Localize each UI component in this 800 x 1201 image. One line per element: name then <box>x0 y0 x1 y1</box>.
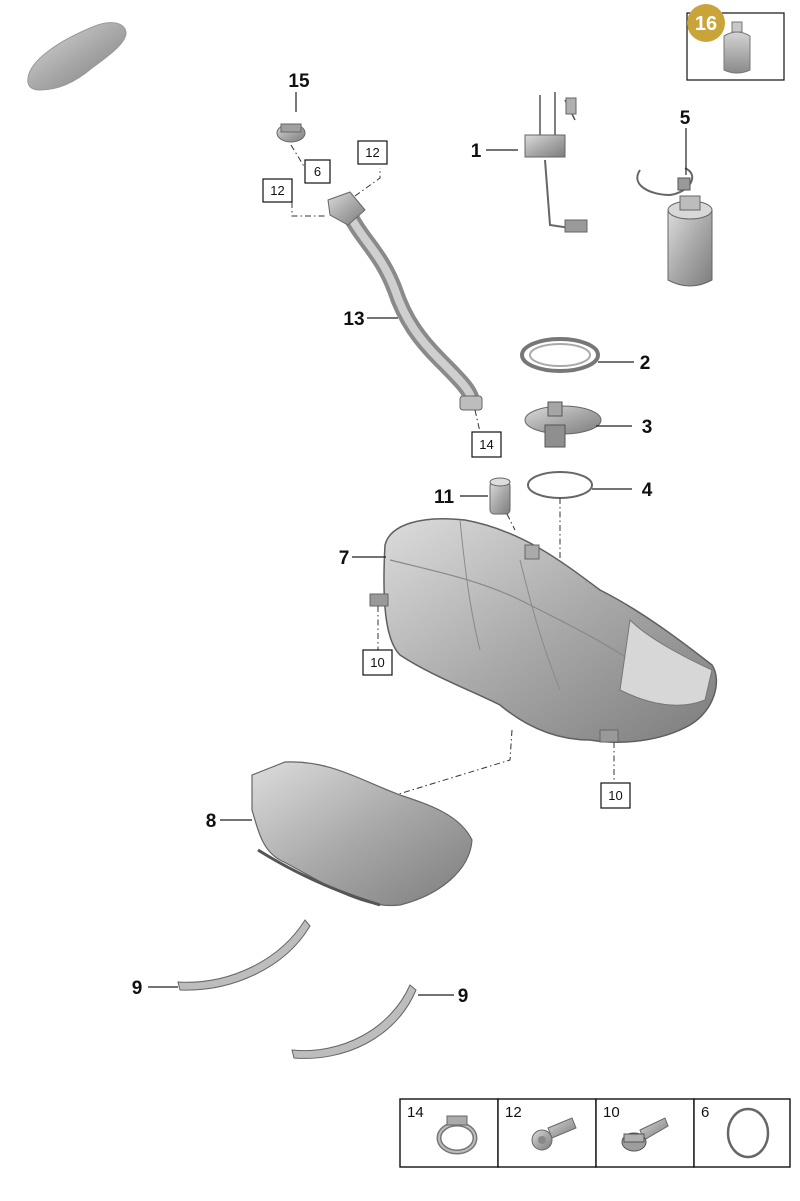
part-3-flange <box>524 401 602 448</box>
ref-box-10-right: 10 <box>600 782 631 809</box>
part-13-connector <box>489 477 511 515</box>
badge-circle <box>687 4 725 42</box>
callout-15: 15 <box>288 71 310 92</box>
part-4-o-ring <box>527 471 593 499</box>
o-ring-icon <box>726 1107 770 1159</box>
callout-3: 3 <box>642 417 653 438</box>
svg-text:14: 14 <box>479 437 493 452</box>
legend-label-12: 12 <box>505 1104 522 1121</box>
part-7-fuel-tank <box>369 518 718 743</box>
callout-5: 5 <box>680 108 691 129</box>
legend-label-6: 6 <box>701 1104 709 1121</box>
part-8-heat-shield <box>251 761 473 907</box>
part-5-fuel-pump <box>636 167 713 287</box>
legend-label-14: 14 <box>407 1104 424 1121</box>
additive-bottle-icon <box>723 21 751 74</box>
part-15-valve <box>276 123 306 143</box>
part-11-filler-pipe <box>327 191 483 411</box>
part-2-sealing-ring <box>520 337 600 373</box>
callout-8: 8 <box>206 811 217 832</box>
callout-13: 11 <box>434 487 455 508</box>
callout-9-upper: 9 <box>132 978 143 999</box>
badge-16-label: 16 <box>695 13 717 35</box>
callout-4: 4 <box>642 480 653 501</box>
callout-9-lower: 9 <box>458 986 469 1007</box>
svg-text:10: 10 <box>370 655 384 670</box>
svg-text:12: 12 <box>270 183 284 198</box>
callout-7: 7 <box>339 548 350 569</box>
flange-bolt-icon <box>621 1117 669 1152</box>
car-silhouette-icon <box>27 22 127 91</box>
hose-clamp-icon <box>436 1115 478 1155</box>
ref-box-14: 14 <box>471 431 502 458</box>
legend-label-10: 10 <box>603 1104 620 1121</box>
ref-box-12-right: 12 <box>357 140 388 165</box>
hex-bolt-icon <box>531 1117 577 1151</box>
callout-1: 1 <box>471 141 482 162</box>
svg-text:6: 6 <box>314 164 321 179</box>
ref-box-6: 6 <box>304 159 331 184</box>
small-parts-legend: 14 12 10 6 <box>399 1098 791 1168</box>
additive-bottle-box: 16 <box>686 4 785 81</box>
part-9-strap-lower <box>291 984 417 1059</box>
part-9-strap-upper <box>177 919 311 991</box>
callout-2: 2 <box>640 353 651 374</box>
ref-box-12-left: 12 <box>262 178 293 203</box>
svg-text:10: 10 <box>608 788 622 803</box>
part-1-fuel-level-sender <box>524 92 588 233</box>
ref-box-10-left: 10 <box>362 649 393 676</box>
callout-11: 13 <box>343 309 364 330</box>
svg-text:12: 12 <box>365 145 379 160</box>
